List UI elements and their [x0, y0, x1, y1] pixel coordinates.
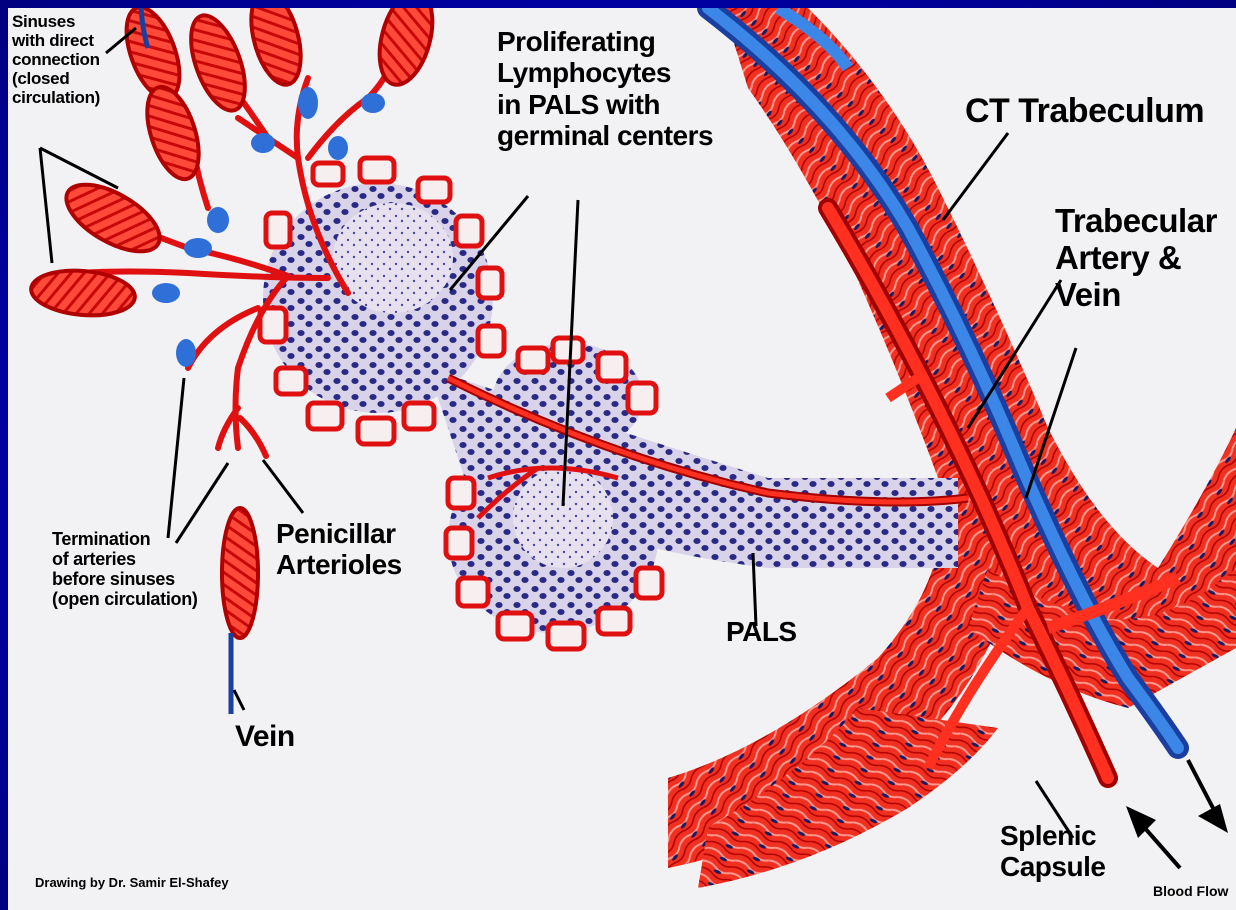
diagram-canvas: Sinuses with direct connection (closed c… — [8, 8, 1236, 910]
credit-text: Drawing by Dr. Samir El-Shafey — [35, 876, 229, 891]
label-termination-open-circulation: Termination of arteries before sinuses (… — [52, 529, 198, 610]
label-vein: Vein — [235, 720, 295, 754]
label-ct-trabeculum: CT Trabeculum — [965, 92, 1204, 130]
label-sinuses-direct: Sinuses with direct connection (closed c… — [12, 12, 100, 107]
label-penicillar-arterioles: Penicillar Arterioles — [276, 518, 402, 581]
label-splenic-capsule: Splenic Capsule — [1000, 820, 1105, 883]
label-pals: PALS — [726, 616, 797, 647]
label-trabecular-artery-vein: Trabecular Artery & Vein — [1055, 203, 1217, 314]
label-blood-flow: Blood Flow — [1153, 884, 1228, 900]
label-proliferating-lymphocytes: Proliferating Lymphocytes in PALS with g… — [497, 26, 713, 151]
blood-flow-arrows — [1126, 760, 1228, 868]
